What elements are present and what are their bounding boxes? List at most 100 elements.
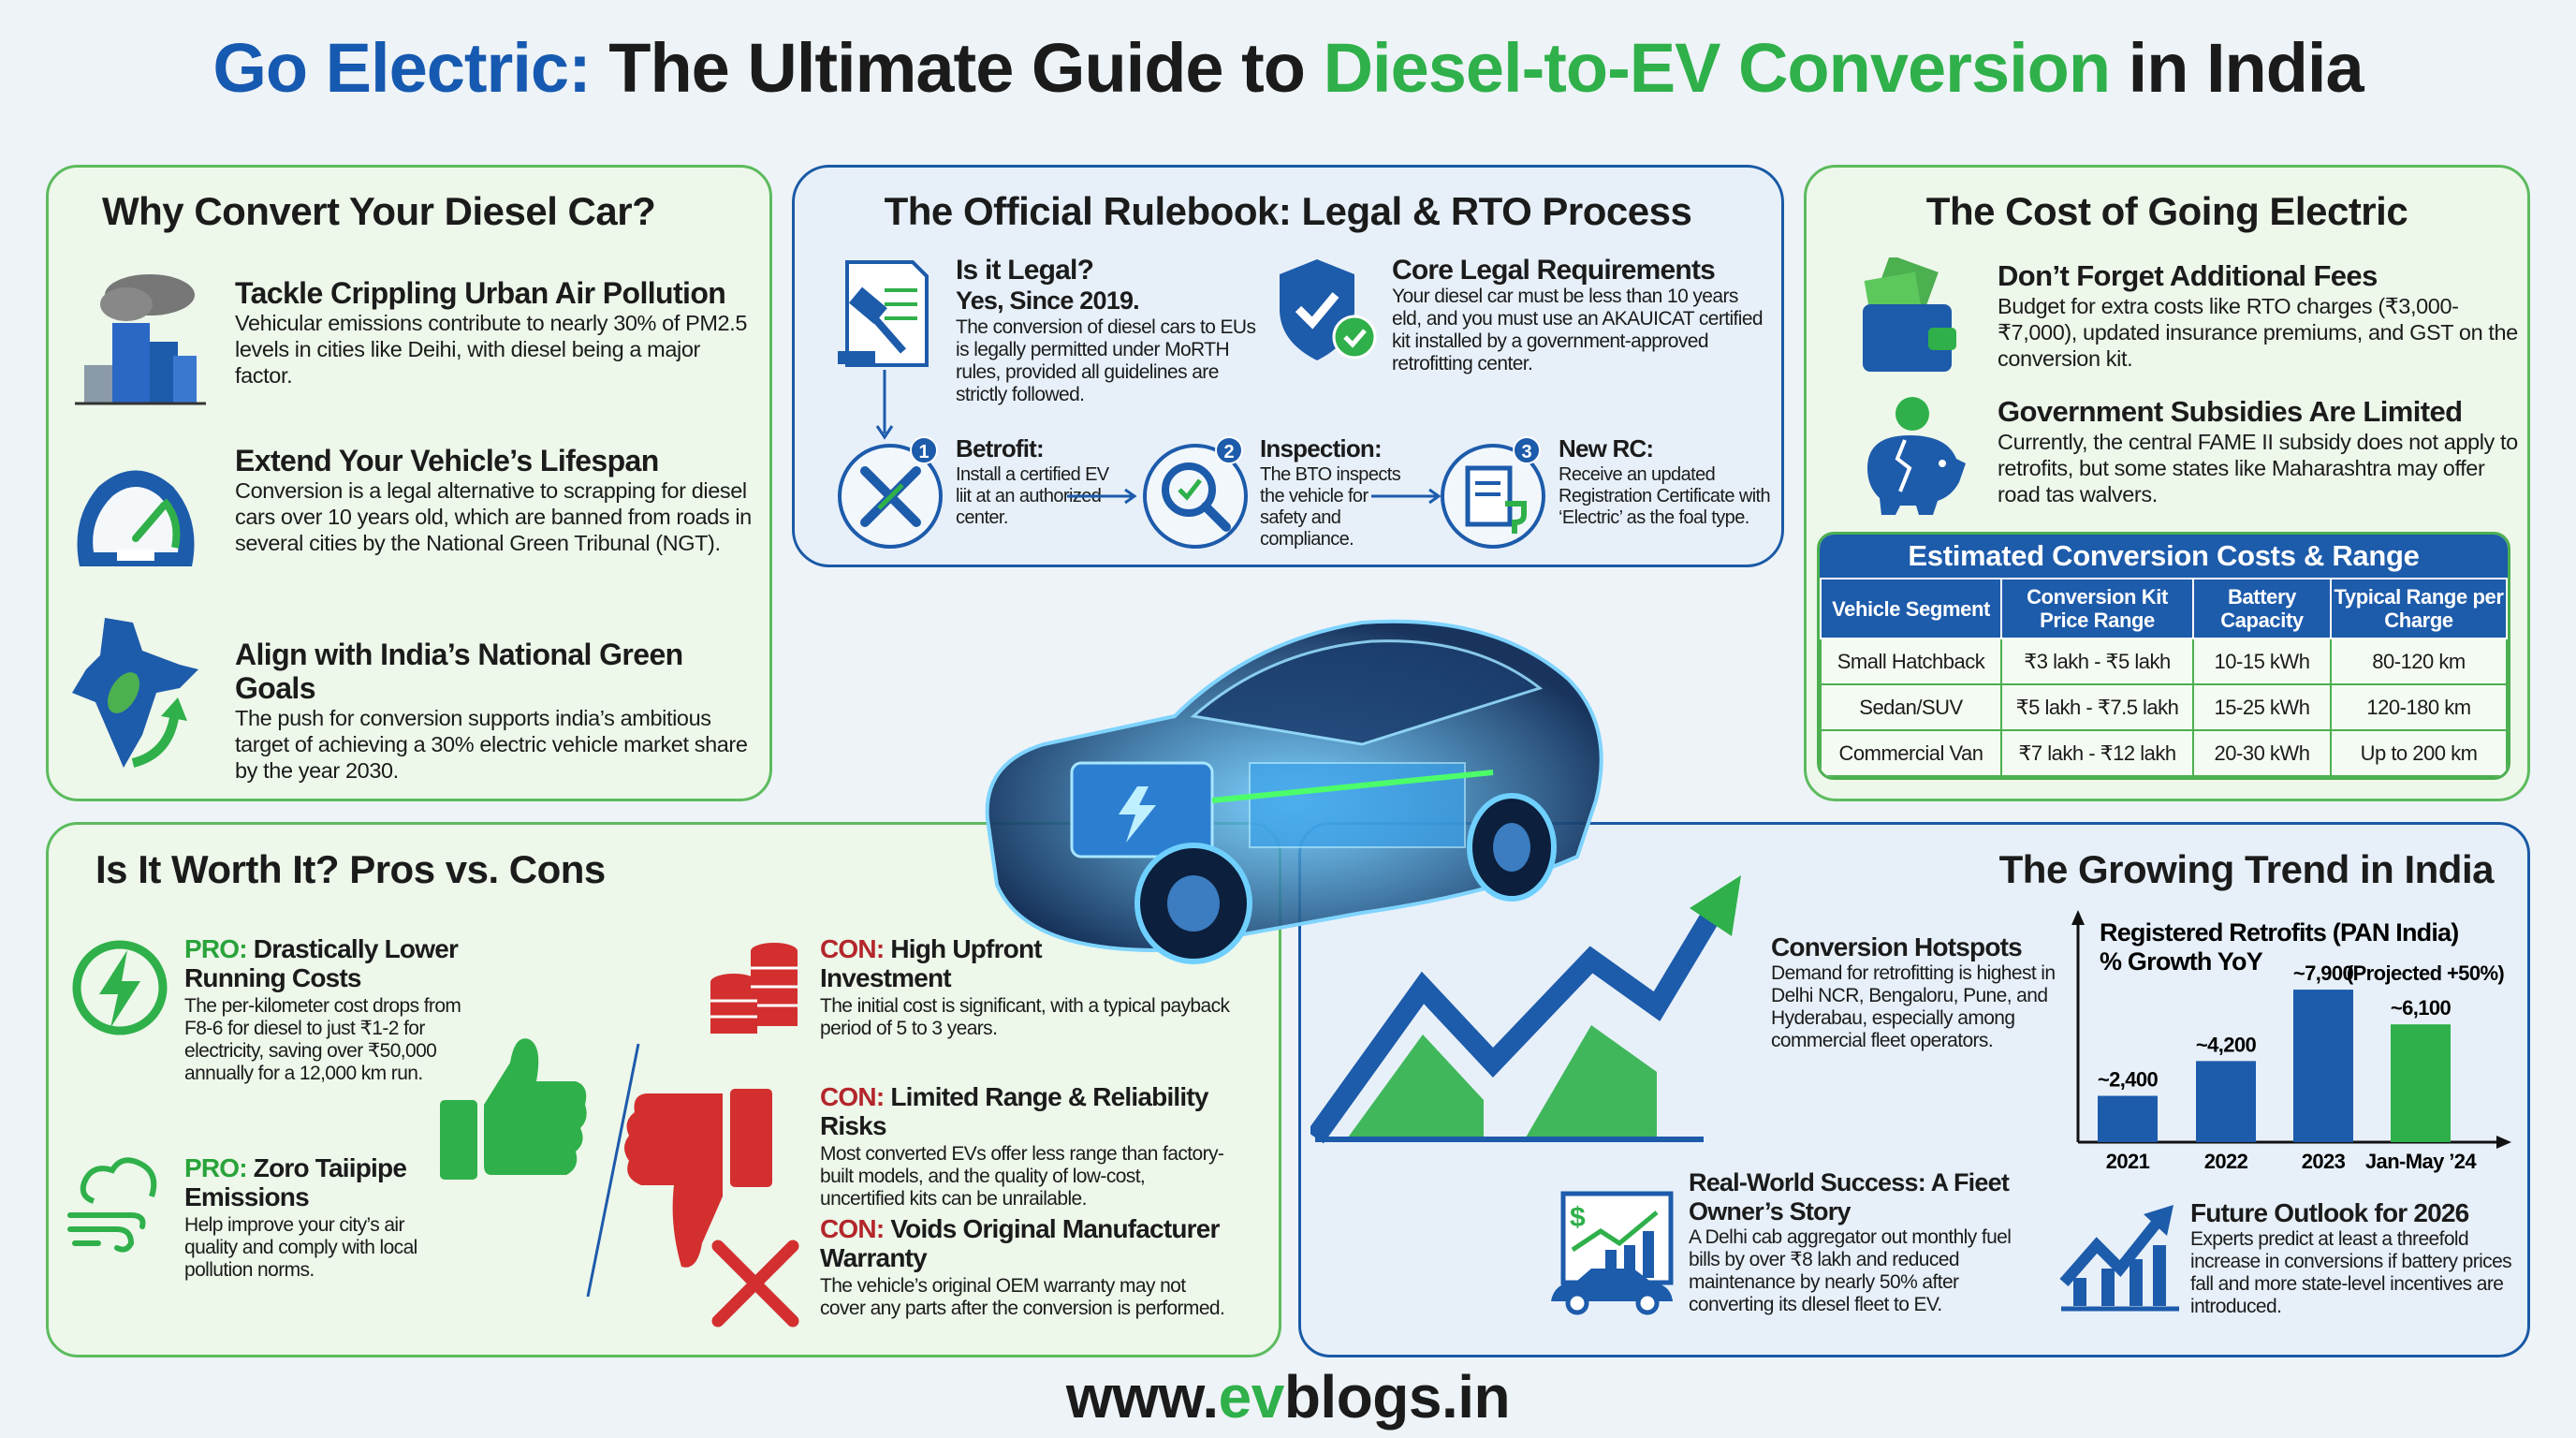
con-tag: CON: <box>820 934 885 963</box>
bar-2022 <box>2196 1061 2256 1142</box>
step-heading: New RC: <box>1559 434 1654 462</box>
table-cell: Small Hatchback <box>1820 638 2002 685</box>
fees-heading: Don’t Forget Additional Fees <box>1998 259 2378 292</box>
core-requirements-block: Core Legal Requirements Your diesel car … <box>1392 255 1766 375</box>
process-step: New RC: Receive an updated Registration … <box>1559 433 1776 529</box>
bar-data-label: ~2,400 <box>2098 1068 2159 1092</box>
pro-body: The per-kilometer cost drops from F8-6 f… <box>184 995 461 1084</box>
bar-data-label: ~4,200 <box>2196 1033 2257 1056</box>
table-cell: 120-180 km <box>2330 683 2508 731</box>
con-body: Most converted EVs offer less range than… <box>820 1143 1224 1210</box>
why-item-body: The push for conversion supports india’s… <box>235 706 748 783</box>
red-coins-icon <box>710 943 798 1034</box>
chart-subtitle: % Growth YoY <box>2100 947 2263 976</box>
trend-title: The Growing Trend in India <box>1998 847 2495 891</box>
table-header-row: Vehicle Segment Conversion Kit Price Ran… <box>1820 578 2508 639</box>
x-axis-arrow <box>2496 1136 2511 1149</box>
why-item-body: Vehicular emissions contribute to nearly… <box>235 311 748 388</box>
outlook-body: Experts predict at least a threefold inc… <box>2190 1228 2512 1317</box>
step-heading: Inspection: <box>1260 434 1383 462</box>
con-heading: Voids Original Manufacturer Warranty <box>820 1214 1220 1272</box>
right-arrow-icon <box>1067 488 1137 505</box>
is-it-legal-block: Is it Legal? Yes, Since 2019. The conver… <box>956 255 1265 406</box>
projection-annotation: (Projected +50%) <box>2347 961 2505 985</box>
crossed-tools-icon <box>711 1240 799 1328</box>
pro-item: PRO: Drastically Lower Running Costs The… <box>184 934 465 1085</box>
process-step: Betrofit: Install a certified EV liit at… <box>956 433 1110 529</box>
bar-2023 <box>2293 990 2353 1142</box>
wallet-money-icon <box>1863 257 1956 372</box>
hotspots-heading: Conversion Hotspots <box>1771 932 2023 961</box>
rising-chart-icon <box>2059 1205 2179 1312</box>
legal-heading: Is it Legal? <box>956 255 1094 286</box>
step-body: Receive an updated Registration Certific… <box>1559 464 1771 528</box>
con-heading: High Upfront Investment <box>820 934 1043 992</box>
legal-subheading: Yes, Since 2019. <box>956 286 1140 315</box>
success-story-block: Real-World Success: A Fieet Owner’s Stor… <box>1689 1168 2044 1316</box>
table-cell: Up to 200 km <box>2330 729 2508 777</box>
chart-title: Registered Retrofits (PAN India) <box>2100 918 2458 946</box>
pro-tag: PRO: <box>184 1153 248 1182</box>
ev-car-illustration <box>985 619 1603 964</box>
pro-item: PRO: Zoro Taiipipe Emissions Help improv… <box>184 1153 446 1282</box>
con-item: CON: Limited Range & Reliability Risks M… <box>820 1082 1269 1211</box>
right-arrow-icon <box>1371 488 1442 505</box>
table-cell: ₹7 lakh - ₹12 lakh <box>2000 729 2194 777</box>
lightning-bolt-icon <box>72 940 168 1035</box>
pros-cons-title: Is It Worth It? Pros vs. Cons <box>95 847 606 891</box>
x-tick-label: 2023 <box>2302 1150 2346 1173</box>
process-step: Inspection: The BTO inspects the vehicle… <box>1260 433 1414 550</box>
why-item-body: Conversion is a legal alternative to scr… <box>235 478 752 555</box>
website-url[interactable]: www.evblogs.in <box>0 1362 2576 1431</box>
table-cell: ₹5 lakh - ₹7.5 lakh <box>2000 683 2194 731</box>
core-heading: Core Legal Requirements <box>1392 255 1716 286</box>
pro-body: Help improve your city’s air quality and… <box>184 1214 417 1281</box>
retrofits-bar-chart: Registered Retrofits (PAN India) % Growt… <box>2071 910 2511 1173</box>
step-heading: Betrofit: <box>956 434 1045 462</box>
pro-tag: PRO: <box>184 934 248 963</box>
con-heading: Limited Range & Reliability Risks <box>820 1082 1209 1140</box>
hotspots-block: Conversion Hotspots Demand for retrofitt… <box>1771 932 2080 1052</box>
rulebook-title: The Official Rulebook: Legal & RTO Proce… <box>884 189 1692 233</box>
table-cell: 10-15 kWh <box>2192 638 2332 685</box>
fees-block: Don’t Forget Additional Fees Budget for … <box>1998 259 2522 372</box>
thumbs-down-icon <box>624 1089 772 1268</box>
why-item: Align with India’s National Green Goals … <box>235 638 768 784</box>
table-cell: Commercial Van <box>1820 729 2002 777</box>
fleet-savings-icon: $ <box>1551 1191 1674 1315</box>
x-tick-label: Jan-May ’24 <box>2365 1150 2477 1173</box>
new-rc-step-circle <box>1441 444 1545 549</box>
magnifier-check-icon <box>1162 462 1231 532</box>
step-number-badge: 3 <box>1513 436 1541 464</box>
speedometer-icon <box>77 470 195 566</box>
column-header: Conversion Kit Price Range <box>2000 578 2194 639</box>
clean-air-wind-icon <box>67 1157 157 1253</box>
why-convert-title: Why Convert Your Diesel Car? <box>102 189 656 233</box>
title-part: Go Electric: <box>212 29 591 107</box>
fees-body: Budget for extra costs like RTO charges … <box>1998 294 2518 371</box>
title-part: in India <box>2110 29 2364 107</box>
success-body: A Delhi cab aggregator out monthly fuel … <box>1689 1226 2012 1315</box>
subsidies-heading: Government Subsidies Are Limited <box>1998 395 2463 428</box>
step-body: Install a certified EV liit at an author… <box>956 464 1109 528</box>
why-item-heading: Align with India’s National Green Goals <box>235 638 683 705</box>
cost-range-table: Estimated Conversion Costs & Range Vehic… <box>1817 532 2510 780</box>
pro-heading: Zoro Taiipipe Emissions <box>184 1153 407 1211</box>
url-part: www. <box>1065 1363 1219 1431</box>
outlook-heading: Future Outlook for 2026 <box>2190 1198 2469 1227</box>
table-cell: 15-25 kWh <box>2192 683 2332 731</box>
core-body: Your diesel car must be less than 10 yea… <box>1392 286 1764 374</box>
why-item: Extend Your Vehicle’s Lifespan Conversio… <box>235 444 759 556</box>
bar-2021 <box>2098 1095 2158 1142</box>
column-header: Vehicle Segment <box>1820 578 2002 639</box>
con-item: CON: Voids Original Manufacturer Warrant… <box>820 1214 1251 1320</box>
table-cell: ₹3 lakh - ₹5 lakh <box>2000 638 2194 685</box>
table-cell: 20-30 kWh <box>2192 729 2332 777</box>
bar-data-label: ~7,900 <box>2293 961 2354 985</box>
legal-body: The conversion of diesel cars to EUs is … <box>956 316 1256 405</box>
success-heading: Real-World Success: A Fieet Owner’s Stor… <box>1689 1168 2010 1225</box>
subsidies-block: Government Subsidies Are Limited Current… <box>1998 395 2526 507</box>
con-body: The vehicle’s original OEM warranty may … <box>820 1275 1225 1319</box>
step-body: The BTO inspects the vehicle for safety … <box>1260 464 1401 550</box>
